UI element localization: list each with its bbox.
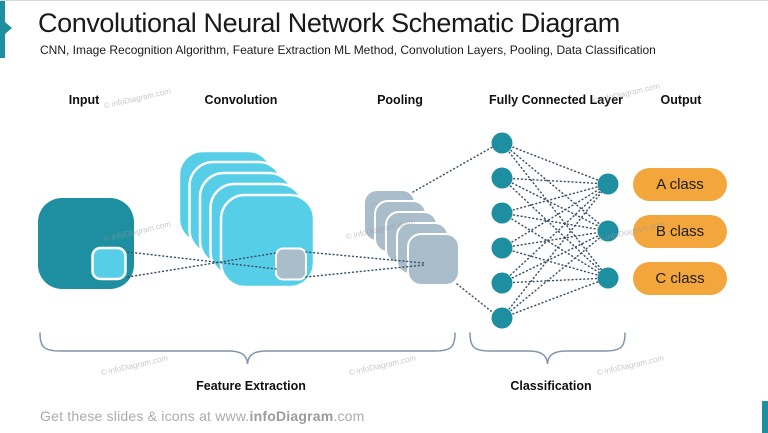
feature-extraction-label: Feature Extraction [196, 379, 306, 393]
title-accent-bar [0, 1, 5, 58]
classification-label: Classification [510, 379, 592, 393]
footer-brand: infoDiagram [249, 408, 334, 424]
fc-node-left [491, 272, 513, 294]
fc-node-left [491, 237, 513, 259]
fc-node-right [597, 173, 619, 195]
connection-line [501, 212, 609, 232]
connection-line [456, 283, 497, 316]
footer-prefix: Get these slides & icons at www. [40, 408, 250, 424]
fc-node-left [491, 202, 513, 224]
convolution-kernel [275, 247, 307, 281]
connection-line [127, 252, 277, 278]
fc-node-right [597, 267, 619, 289]
feature-extraction-brace [39, 332, 456, 365]
connection-line [501, 183, 609, 284]
column-label-output: Output [660, 93, 702, 107]
connection-line [305, 264, 425, 278]
output-class-pill: B class [633, 214, 727, 248]
column-label-fully-connected: Fully Connected Layer [488, 93, 624, 107]
footer-credit: Get these slides & icons at www.infoDiag… [40, 408, 365, 424]
connection-line [501, 230, 609, 284]
connection-line [501, 142, 609, 279]
connection-line [501, 142, 609, 232]
connection-line [501, 212, 609, 279]
connection-line [501, 142, 609, 185]
pooling-feature-map [407, 233, 460, 286]
connection-line [501, 183, 609, 319]
fc-node-left [491, 167, 513, 189]
output-class-pill: A class [633, 167, 727, 201]
connection-line [501, 177, 609, 279]
output-class-pill: C class [633, 261, 727, 295]
page-title: Convolutional Neural Network Schematic D… [38, 8, 620, 38]
fc-node-left [491, 307, 513, 329]
page-subtitle: CNN, Image Recognition Algorithm, Featur… [40, 43, 656, 57]
connection-line [501, 277, 609, 284]
connection-line [501, 183, 609, 249]
connection-line [412, 144, 497, 193]
column-label-pooling: Pooling [377, 93, 423, 107]
connection-line [501, 230, 609, 249]
connection-line [501, 230, 609, 319]
connection-line [501, 277, 609, 319]
connection-line [501, 247, 609, 279]
column-label-input: Input [68, 93, 100, 107]
input-receptive-field [91, 246, 127, 281]
connection-line [501, 183, 609, 214]
fc-node-right [597, 220, 619, 242]
connection-line [501, 177, 609, 185]
connection-line [501, 177, 609, 232]
connection-line [305, 251, 425, 264]
column-label-convolution: Convolution [204, 93, 278, 107]
title-accent-arrow-icon [5, 22, 12, 34]
connection-line [127, 251, 277, 270]
fc-node-left [491, 132, 513, 154]
footer-suffix: .com [333, 408, 365, 424]
classification-brace [469, 332, 626, 365]
corner-accent-bar [762, 401, 768, 433]
